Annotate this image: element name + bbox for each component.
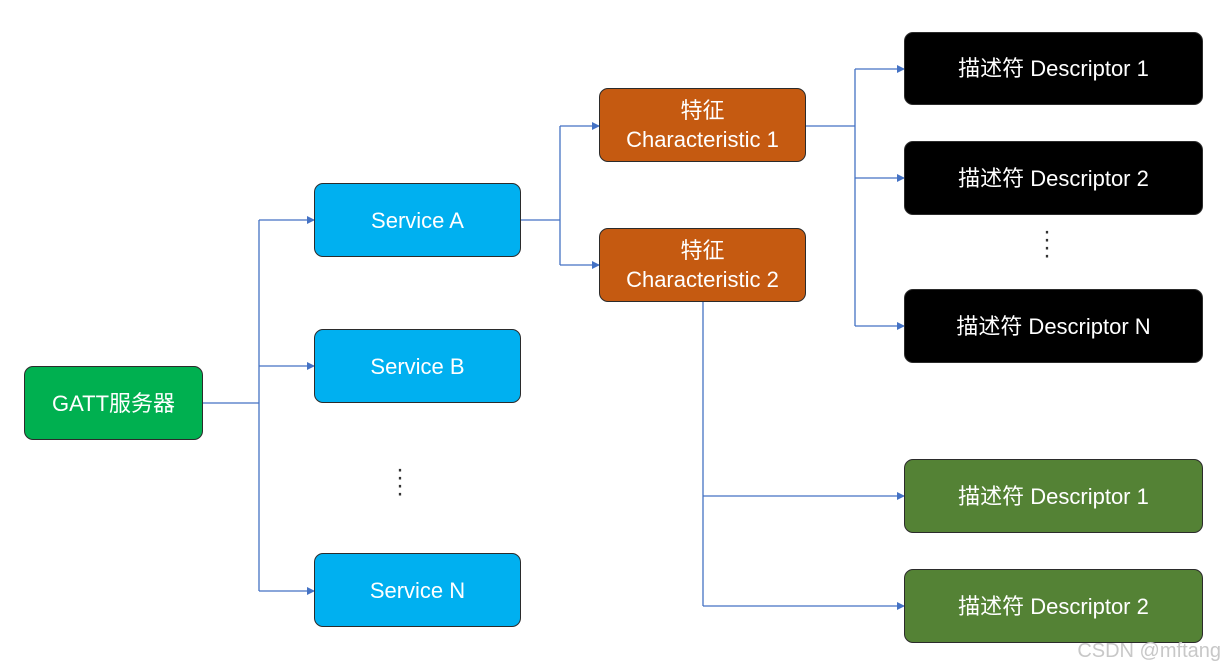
char2-descriptor-1-label: 描述符 Descriptor 1 [958,483,1149,509]
char1-descriptor-2-label: 描述符 Descriptor 2 [958,165,1149,191]
service-b-label: Service B [370,353,465,379]
char2-descriptor-2-node: 描述符 Descriptor 2 [904,569,1203,643]
char1-descriptor-1-label: 描述符 Descriptor 1 [958,56,1149,81]
characteristic-1-title: 特征 [680,98,725,123]
char1-descriptor-2-node: 描述符 Descriptor 2 [904,141,1203,215]
gatt-server-node: GATT服务器 [24,366,203,440]
descriptors-ellipsis: ···· [1043,218,1051,269]
gatt-server-label: GATT服务器 [51,390,176,416]
characteristic-2-node: 特征 Characteristic 2 [599,228,806,302]
service-a-node: Service A [314,183,521,257]
char1-descriptor-n-label: 描述符 Descriptor N [956,313,1151,339]
characteristic-2-label: Characteristic 2 [626,267,779,292]
service-n-label: Service N [369,577,466,603]
service-n-node: Service N [314,553,521,627]
characteristic-1-label: Characteristic 1 [626,127,779,152]
service-a-label: Service A [371,207,464,233]
services-ellipsis: ···· [396,456,404,507]
char2-descriptor-1-node: 描述符 Descriptor 1 [904,459,1203,533]
char1-descriptor-n-node: 描述符 Descriptor N [904,289,1203,363]
characteristic-2-title: 特征 [680,238,725,263]
watermark-text: CSDN @mftang [1077,640,1221,662]
characteristic-1-node: 特征 Characteristic 1 [599,88,806,162]
char1-descriptor-1-node: 描述符 Descriptor 1 [904,32,1203,105]
service-b-node: Service B [314,329,521,403]
char2-descriptor-2-label: 描述符 Descriptor 2 [958,593,1149,619]
